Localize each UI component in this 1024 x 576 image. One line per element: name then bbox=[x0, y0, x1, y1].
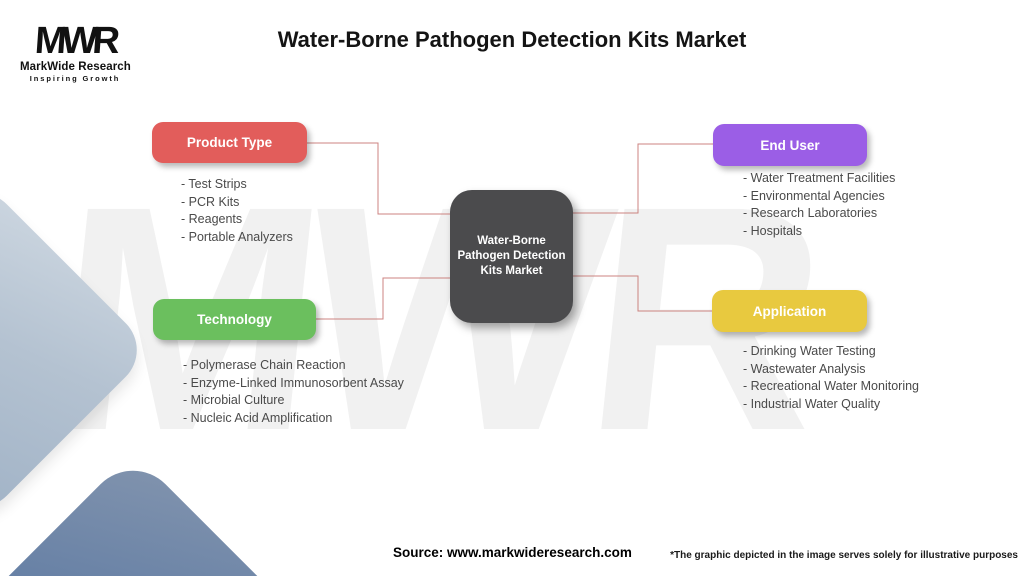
segment-item: - Environmental Agencies bbox=[743, 188, 885, 203]
segment-item: - Drinking Water Testing bbox=[743, 344, 876, 358]
center-node-line: Pathogen Detection bbox=[457, 250, 566, 262]
segment-list-end-user: - Water Treatment Facilities - Environme… bbox=[743, 170, 895, 240]
page-title: Water-Borne Pathogen Detection Kits Mark… bbox=[277, 27, 747, 52]
segment-label-technology: Technology bbox=[197, 312, 272, 327]
segment-item: - PCR Kits bbox=[181, 194, 240, 209]
segment-item: - Recreational Water Monitoring bbox=[743, 379, 919, 393]
segment-item: - Wastewater Analysis bbox=[743, 361, 866, 376]
segment-item: - Industrial Water Quality bbox=[743, 396, 881, 411]
segment-item: - Hospitals bbox=[743, 223, 803, 238]
segment-item: - Nucleic Acid Amplification bbox=[183, 410, 333, 425]
segment-list-application: - Drinking Water Testing - Wastewater An… bbox=[743, 343, 919, 413]
segment-item: - Polymerase Chain Reaction bbox=[183, 358, 346, 372]
segment-list-technology: - Polymerase Chain Reaction - Enzyme-Lin… bbox=[183, 357, 404, 427]
source-text: Source: www.markwideresearch.com bbox=[393, 545, 632, 560]
segment-label-application: Application bbox=[752, 303, 827, 319]
segment-box-end-user: End User bbox=[713, 124, 867, 166]
disclaimer-text: *The graphic depicted in the image serve… bbox=[670, 550, 1018, 561]
segment-box-application: Application bbox=[712, 290, 867, 332]
markwide-logo: MWR MarkWide Research Inspiring Growth bbox=[20, 20, 131, 83]
segment-item: - Research Laboratories bbox=[743, 206, 878, 220]
center-node-line: Water-Borne bbox=[477, 235, 546, 247]
segment-box-technology: Technology bbox=[153, 299, 316, 340]
segment-item: - Enzyme-Linked Immunosorbent Assay bbox=[183, 375, 404, 390]
logo-name: MarkWide Research bbox=[20, 61, 131, 73]
segment-label-end-user: End User bbox=[760, 137, 820, 153]
segment-item: - Portable Analyzers bbox=[181, 229, 293, 244]
segment-list-product-type: - Test Strips - PCR Kits - Reagents - Po… bbox=[181, 176, 293, 246]
center-node-line: Kits Market bbox=[480, 265, 543, 277]
segment-item: - Water Treatment Facilities bbox=[743, 171, 896, 185]
logo-tagline: Inspiring Growth bbox=[29, 74, 121, 83]
segment-item: - Reagents bbox=[181, 212, 243, 226]
center-node: Water-Borne Pathogen Detection Kits Mark… bbox=[450, 190, 573, 323]
segment-item: - Microbial Culture bbox=[183, 393, 285, 407]
segment-item: - Test Strips bbox=[181, 177, 247, 191]
segment-label-product-type: Product Type bbox=[186, 135, 273, 150]
segment-box-product-type: Product Type bbox=[152, 122, 307, 163]
